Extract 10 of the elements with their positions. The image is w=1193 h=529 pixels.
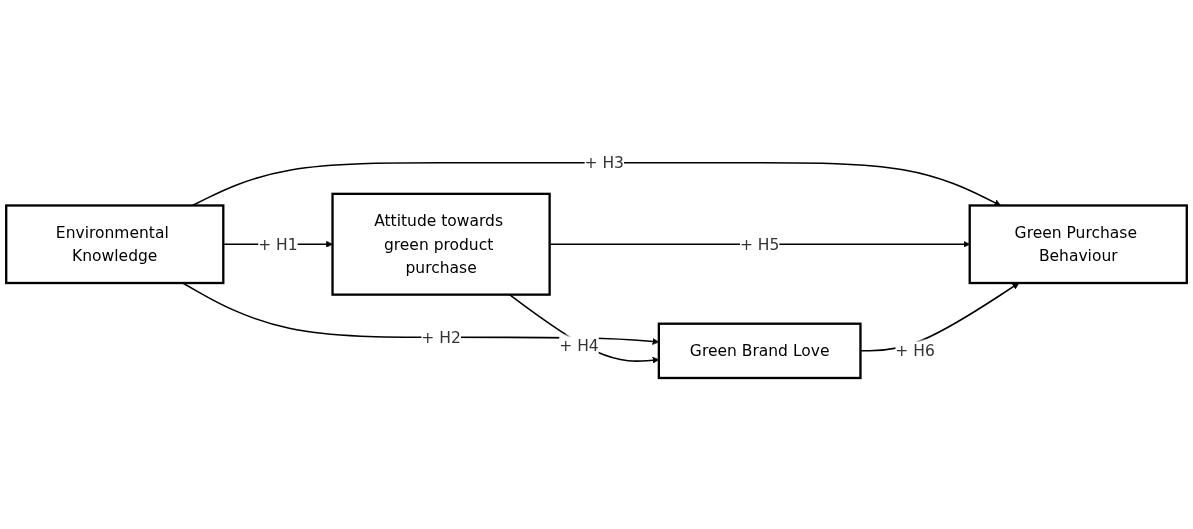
edge-label: + H6 [895,341,935,361]
edge-label: + H5 [739,234,780,254]
edge-label: + H4 [559,336,599,355]
edge-label: + H2 [421,327,461,347]
edge-label: + H1 [258,234,298,254]
node-box: Attitude towards green product purchase [331,192,551,296]
edge-label: + H3 [584,153,624,173]
node-box: Environmental Knowledge [5,204,225,285]
node-box: Green Brand Love [657,322,862,380]
node-box: Green Purchase Behaviour [968,204,1188,285]
